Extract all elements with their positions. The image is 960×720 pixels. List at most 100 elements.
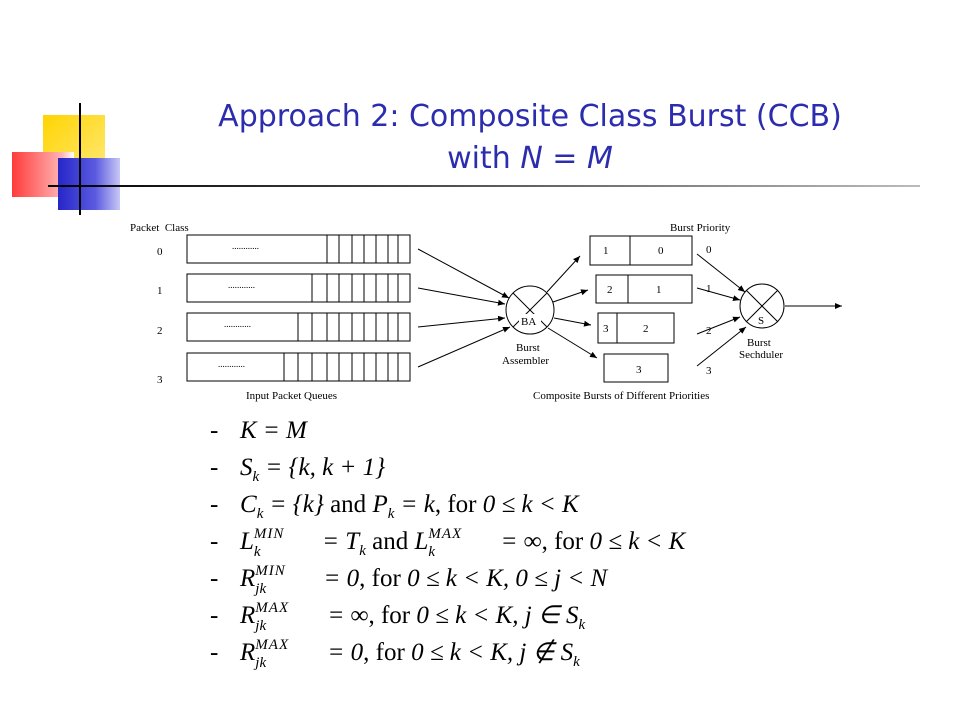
assembler-label-2: Assembler [502, 355, 549, 367]
burst-1-cell-b: 1 [656, 284, 662, 296]
formula-6-symbol: R [240, 602, 256, 629]
formula-5-for: , for [359, 565, 408, 592]
burst-priority-2: 2 [706, 325, 712, 337]
assembler-output-arrows [546, 255, 598, 359]
formula-6-sub: jk [255, 617, 267, 634]
formula-4-sub-2: k [428, 543, 436, 560]
burst-2-cell-b: 2 [643, 323, 649, 335]
formula-5-symbol: R [240, 565, 256, 592]
formula-list: -K = M -Sk = {k, k + 1} -Ck = {k} and Pk… [210, 412, 810, 671]
burst-1 [595, 274, 693, 304]
queue-0-cells [326, 235, 399, 263]
formula-4-rhs-2: = ∞ [494, 528, 542, 555]
formula-4-rhs-sub: k [359, 543, 366, 559]
formula-7-sup: MAX [255, 636, 290, 653]
formula-3-for: , for [434, 491, 483, 518]
burst-0 [589, 235, 693, 266]
burst-2-cell-a: 3 [603, 323, 609, 335]
formula-4-symbol-2: L [414, 528, 429, 555]
assembler-input-arrows [417, 248, 511, 368]
class-label-3: 3 [157, 374, 163, 386]
queue-2-cells [297, 313, 399, 341]
formula-7-range: 0 ≤ k < K, j ∉ S [411, 639, 574, 666]
title-var-m: M [586, 141, 613, 176]
formula-6-range: 0 ≤ k < K, j ∈ S [416, 602, 579, 629]
formula-6-range-sub: k [578, 617, 586, 633]
burst-priority-header: Burst Priority [670, 222, 731, 234]
formula-6-rhs: = ∞ [321, 602, 369, 629]
queue-0-dots: ............ [232, 241, 259, 251]
formula-5-sub: jk [255, 580, 267, 597]
formula-7-symbol: R [240, 639, 256, 666]
assembler-label-1: Burst [516, 342, 540, 354]
formula-6-for: , for [368, 602, 417, 629]
burst-3 [603, 353, 669, 383]
formula-3-rhs: = {k} [263, 491, 324, 518]
title-line-1: Approach 2: Composite Class Burst (CCB) [218, 99, 842, 134]
ccb-diagram: Packet Class Burst Priority 0 1 2 3 ....… [130, 222, 842, 402]
queue-1-dots: ............ [228, 280, 255, 290]
bullet-dash: - [210, 639, 219, 666]
title-equals: = [542, 141, 587, 176]
burst-0-cell-a: 1 [603, 245, 609, 257]
burst-priority-3: 3 [706, 365, 712, 377]
assembler-symbol: BA [521, 316, 536, 328]
input-queues [186, 234, 411, 382]
formula-row-1: -K = M [210, 412, 810, 449]
bullet-dash: - [210, 491, 219, 518]
scheduler-symbol: S [758, 315, 764, 327]
burst-0-cell-b: 0 [658, 245, 664, 257]
scheduler-label-1: Burst [747, 337, 771, 349]
burst-priority-1: 1 [706, 283, 712, 295]
formula-3-and: and [323, 491, 373, 518]
burst-3-cell-a: 3 [636, 364, 642, 376]
bullet-dash: - [210, 602, 219, 629]
formula-7-rhs: = 0 [321, 639, 364, 666]
formula-1-expr: K = M [240, 417, 307, 444]
bullet-dash: - [210, 528, 219, 555]
bullet-dash: - [210, 454, 219, 481]
formula-7-range-sub: k [573, 654, 580, 670]
queue-2-dots: ............ [224, 319, 251, 329]
input-queues-caption: Input Packet Queues [246, 390, 337, 402]
formula-3-sub: k [256, 506, 264, 522]
class-label-1: 1 [157, 285, 163, 297]
formula-3-symbol-2: P [372, 491, 388, 518]
packet-class-header: Packet Class [130, 222, 189, 234]
composite-bursts [589, 235, 693, 383]
title-line-2: with N = M [150, 138, 910, 180]
burst-1-cell-a: 2 [607, 284, 613, 296]
formula-4-symbol: L [240, 528, 254, 555]
burst-2 [597, 312, 675, 344]
formula-6-sup: MAX [255, 599, 290, 616]
formula-4-sub: k [253, 543, 261, 560]
deco-horizontal-line [48, 185, 920, 187]
scheduler-label-2: Sechduler [739, 349, 783, 361]
bullet-dash: - [210, 417, 219, 444]
class-label-0: 0 [157, 246, 163, 258]
formula-5-range: 0 ≤ k < K, 0 ≤ j < N [407, 565, 608, 592]
formula-4-range: 0 ≤ k < K [589, 528, 686, 555]
scheduler-input-arrows [696, 253, 747, 367]
formula-3-symbol: C [240, 491, 257, 518]
deco-vertical-line [79, 103, 81, 215]
formula-3-range: 0 ≤ k < K [482, 491, 579, 518]
formula-2-sub: k [252, 469, 260, 485]
queue-1-cells [311, 274, 399, 302]
burst-assembler [505, 285, 555, 335]
formula-5-rhs: = 0 [317, 565, 360, 592]
formula-2-rhs: = {k, k + 1} [259, 454, 386, 481]
formula-4-and: and [365, 528, 415, 555]
formula-row-2: -Sk = {k, k + 1} [210, 449, 810, 486]
queue-1 [186, 273, 411, 303]
title-with: with [447, 141, 521, 176]
deco-blue-square [58, 158, 120, 210]
class-label-2: 2 [157, 325, 163, 337]
bullet-dash: - [210, 565, 219, 592]
formula-4-sup: MIN [253, 525, 285, 542]
formula-row-3: -Ck = {k} and Pk = k, for 0 ≤ k < K [210, 486, 810, 523]
